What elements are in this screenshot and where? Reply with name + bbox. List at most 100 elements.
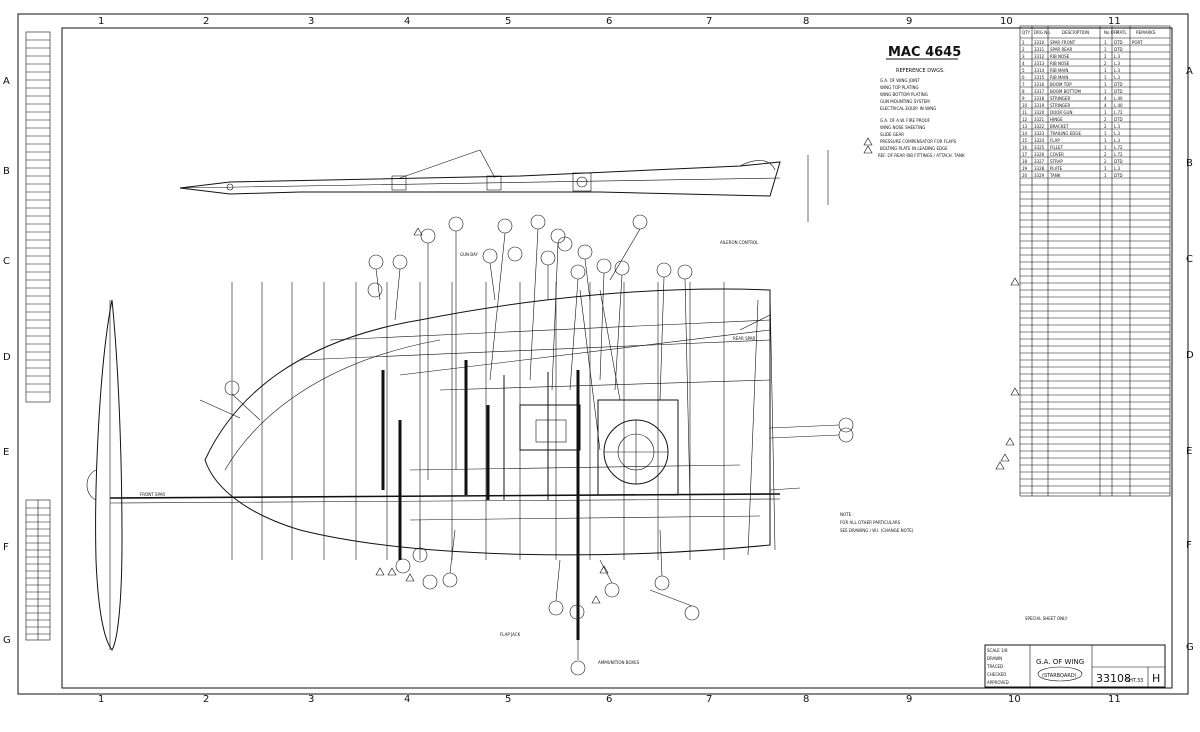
callout-balloon — [570, 660, 586, 676]
reference-line-8: SLIDE GEAR — [880, 132, 904, 137]
callout-balloon — [448, 216, 464, 232]
leader-line — [769, 434, 840, 439]
parts-table: QTY DRG No. DESCRIPTION No OFF MATL REMA… — [1019, 25, 1171, 497]
leader-line — [649, 589, 693, 607]
revision-triangle — [387, 567, 397, 576]
grid-col-7-b: 7 — [706, 694, 712, 705]
note-line-2: FOR ALL OTHER PARTICULARS — [840, 520, 901, 525]
parts-table-cell: 2 — [1022, 47, 1025, 52]
grid-col-4-b: 4 — [404, 694, 410, 705]
leader-line — [769, 424, 840, 429]
parts-table-cell: 2 — [1104, 124, 1107, 129]
parts-table-cell: 3312 — [1034, 54, 1045, 59]
grid-col-4: 4 — [404, 16, 410, 27]
callout-balloon — [368, 254, 384, 270]
special-sheet-note: SPECIAL SHEET ONLY — [1025, 616, 1068, 621]
grid-top: 1 2 3 4 5 6 7 8 9 10 11 — [98, 16, 1121, 27]
parts-table-cell: 18 — [1022, 159, 1028, 164]
parts-table-cell: 3329 — [1034, 173, 1045, 178]
parts-table-cell: RIB NOSE — [1050, 54, 1070, 59]
parts-table-cell: 1 — [1104, 173, 1107, 178]
parts-table-cell: TRAILING EDGE — [1049, 131, 1081, 136]
callout-balloon — [482, 248, 498, 264]
parts-table-cell: L.72 — [1114, 145, 1123, 150]
parts-table-cell: 3316 — [1034, 82, 1045, 87]
leader-line — [599, 272, 605, 381]
parts-table-cell: L.72 — [1114, 110, 1123, 115]
parts-table-cell: L.3 — [1114, 54, 1121, 59]
callout-balloon — [497, 218, 513, 234]
parts-table-cell: 2 — [1104, 152, 1107, 157]
parts-table-cell: TANK — [1049, 173, 1061, 178]
label-flap-jack: FLAP JACK — [500, 632, 521, 637]
leader-line — [609, 228, 641, 281]
callout-balloon — [557, 236, 573, 252]
grid-row-E-r: E — [1186, 446, 1192, 457]
parts-table-cell: 3311 — [1034, 47, 1045, 52]
grid-row-E: E — [3, 447, 9, 458]
parts-table-cell: 1 — [1104, 40, 1107, 45]
note-line-1: NOTE : — [840, 512, 854, 517]
parts-table-cell: 3313 — [1034, 61, 1045, 66]
callout-balloon — [507, 246, 523, 262]
parts-table-cell: RIB MAIN — [1050, 75, 1068, 80]
parts-table-cell: 10 — [1022, 103, 1028, 108]
reference-line-7: WING NOSE SHEETING — [880, 125, 925, 130]
grid-row-F-r: F — [1186, 540, 1192, 551]
parts-table-cell: STRAP — [1050, 159, 1063, 164]
parts-table-cell: L.40 — [1114, 96, 1123, 101]
grid-col-8-b: 8 — [803, 694, 809, 705]
grid-col-3-b: 3 — [308, 694, 314, 705]
grid-col-5: 5 — [505, 16, 511, 27]
parts-table-cell: 2 — [1104, 159, 1107, 164]
callout-balloon — [654, 575, 670, 591]
tb-drawing-no: 33108 — [1096, 672, 1131, 685]
grid-col-6: 6 — [606, 16, 612, 27]
parts-table-cell: DTD — [1114, 173, 1123, 178]
revision-triangles — [375, 137, 1020, 604]
leader-line — [231, 393, 261, 421]
callout-balloon — [677, 264, 693, 280]
parts-table-cell: DOOR GUN — [1050, 110, 1072, 115]
grid-row-G-r: G — [1186, 642, 1194, 653]
reference-line-5: ELECTRICAL EQUIP. IN WING — [880, 106, 936, 111]
grid-bottom: 1 2 3 4 5 6 7 8 9 10 11 — [98, 694, 1121, 705]
grid-col-9: 9 — [906, 16, 912, 27]
parts-table-cell: 3326 — [1034, 152, 1045, 157]
parts-header-matl: MATL — [1116, 30, 1127, 35]
parts-header-qty: QTY — [1022, 30, 1031, 35]
grid-col-11-b: 11 — [1108, 694, 1121, 705]
reference-line-6: G.A. OF A.W. FIRE PROOF — [880, 118, 931, 123]
callout-balloon — [838, 427, 854, 443]
grid-col-3: 3 — [308, 16, 314, 27]
parts-table-cell: 7 — [1022, 82, 1025, 87]
parts-table-cell: 1 — [1104, 110, 1107, 115]
parts-table-cell: L.3 — [1114, 61, 1121, 66]
tb-approved: APPROVED — [987, 680, 1009, 685]
grid-row-A: A — [3, 76, 10, 87]
grid-row-B-r: B — [1186, 158, 1193, 169]
revision-strip — [25, 31, 51, 641]
parts-table-cell: 3321 — [1034, 117, 1045, 122]
reference-heading: REFERENCE DWGS. — [896, 68, 945, 74]
callout-balloon — [550, 228, 566, 244]
parts-table-cell: 1 — [1104, 75, 1107, 80]
parts-table-cell: 1 — [1104, 166, 1107, 171]
top-elevation — [179, 149, 829, 222]
parts-table-cell: 3319 — [1034, 103, 1045, 108]
grid-rows-right: A B C D E F G — [1186, 66, 1194, 653]
parts-header-drg: DRG No. — [1034, 30, 1051, 35]
parts-table-cell: 1 — [1022, 40, 1025, 45]
callout-balloons — [224, 214, 854, 676]
reference-line-9: PRESSURE COMPENSATOR FOR FLAPS — [880, 139, 957, 144]
wing-planform — [109, 282, 801, 640]
leader-line — [394, 268, 401, 321]
parts-table-cell: RIB MAIN — [1050, 68, 1068, 73]
leader-line — [584, 258, 591, 301]
parts-table-cell: 3325 — [1034, 145, 1045, 150]
parts-table-cell: 3324 — [1034, 138, 1045, 143]
parts-table-cell: 4 — [1022, 61, 1025, 66]
parts-table-cell: RIB NOSE — [1050, 61, 1070, 66]
parts-table-cell: L.3 — [1114, 68, 1121, 73]
parts-table-cell: 6 — [1022, 75, 1025, 80]
